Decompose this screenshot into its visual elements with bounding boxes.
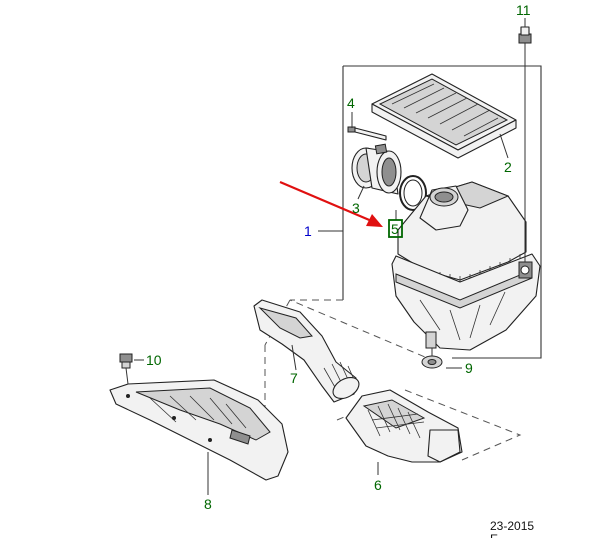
arrow-head [366,214,383,227]
part-5-highlight-box [388,219,403,238]
air-inlet-duct [345,389,463,463]
air-cleaner-housing [391,181,541,351]
callout-5: 5 [391,221,399,237]
footer-ref-code: E [490,532,498,538]
callout-6: 6 [374,477,382,493]
lower-air-shield [109,379,289,481]
maf-sensor-housing [351,143,402,195]
callout-11: 11 [516,2,531,18]
grommet-part-9 [421,348,443,369]
air-filter-element [371,73,517,159]
callout-4: 4 [347,95,355,111]
footer-date-code: 23-2015 [490,519,534,533]
bolt-part-11 [518,26,532,262]
callout-leaders [134,18,526,495]
callout-2: 2 [504,159,512,175]
screw-part-4 [347,126,387,141]
red-indicator-arrow [279,180,383,227]
callout-3: 3 [352,200,360,216]
callout-9: 9 [465,360,473,376]
callout-1: 1 [304,223,312,239]
callout-7: 7 [290,370,298,386]
callout-8: 8 [204,496,212,512]
air-intake-tube [253,299,360,403]
fastener-part-10 [119,353,133,385]
arrow-shaft [279,180,375,224]
seal-ring [399,175,427,211]
callout-10: 10 [146,352,162,368]
